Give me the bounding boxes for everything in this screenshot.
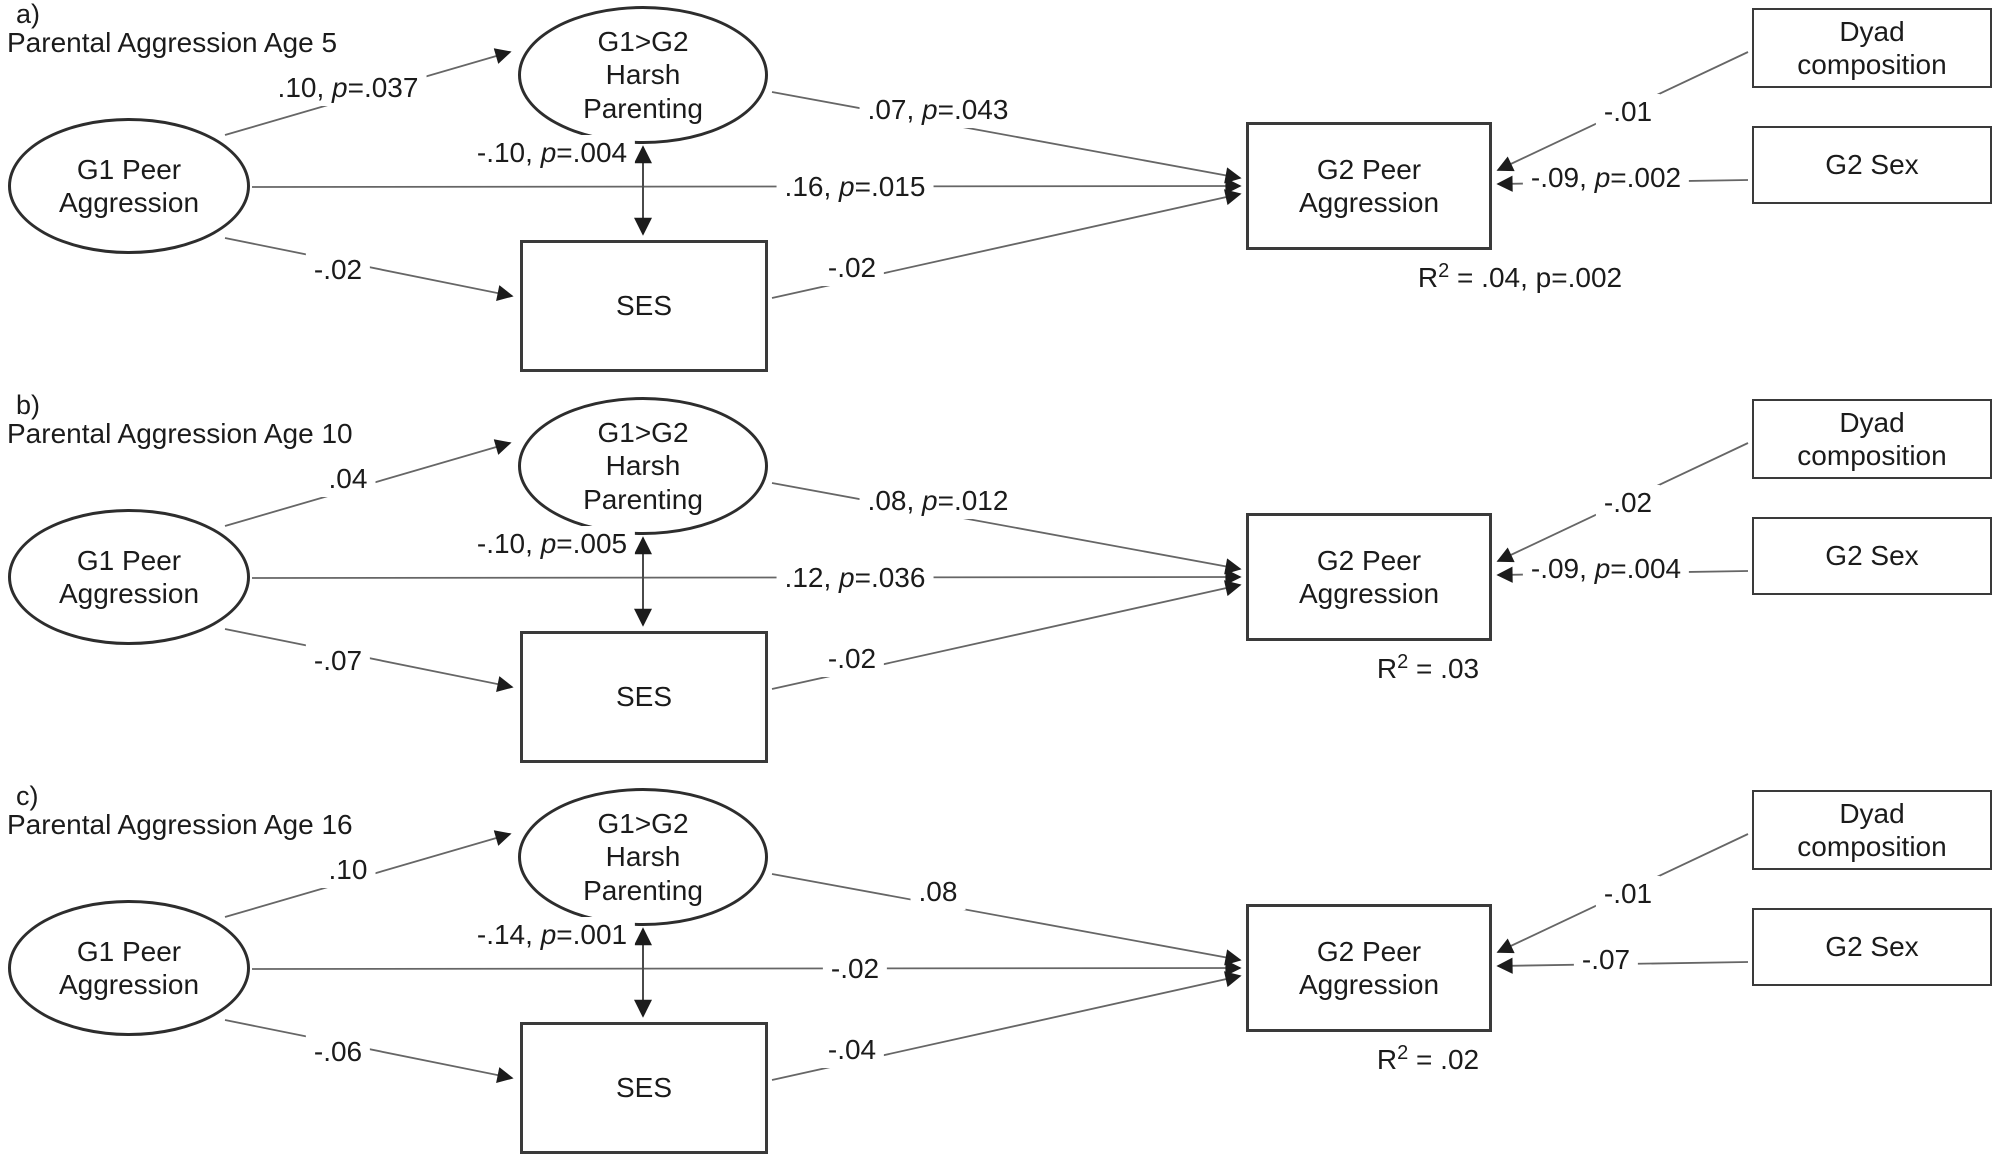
coefficient-harsh-to-g2: .08 bbox=[910, 874, 966, 910]
panel-label: c) bbox=[16, 781, 39, 811]
node-g2-peer-aggression: G2 Peer Aggression bbox=[1246, 904, 1492, 1032]
coefficient-dyad-to-g2: -.01 bbox=[1595, 876, 1661, 912]
coefficient-dyad-to-g2: -.01 bbox=[1595, 94, 1661, 130]
arrow-harsh-to-g2 bbox=[771, 873, 1242, 966]
panel-a: a) Parental Aggression Age 5 G1 Peer Agg… bbox=[0, 0, 1995, 391]
coefficient-harsh-ses-covariance: -.14, p=.001 bbox=[468, 917, 636, 953]
panel-c: c) Parental Aggression Age 16 G1 Peer Ag… bbox=[0, 781, 1995, 1174]
arrow-g1-to-g2 bbox=[251, 177, 1242, 195]
node-ses: SES bbox=[520, 631, 768, 763]
coefficient-sex-to-g2: -.09, p=.002 bbox=[1522, 160, 1690, 196]
coefficient-g1-to-g2: .16, p=.015 bbox=[776, 169, 934, 205]
node-g2-peer-aggression: G2 Peer Aggression bbox=[1246, 513, 1492, 641]
coefficient-sex-to-g2: -.09, p=.004 bbox=[1522, 551, 1690, 587]
coefficient-g1-to-g2: .12, p=.036 bbox=[776, 560, 934, 596]
node-g2-sex: G2 Sex bbox=[1752, 126, 1992, 204]
coefficient-g1-to-harsh: .10 bbox=[320, 852, 376, 888]
coefficient-ses-to-g2: -.04 bbox=[819, 1032, 885, 1068]
panel-title: Parental Aggression Age 5 bbox=[7, 27, 338, 58]
coefficient-ses-to-g2: -.02 bbox=[819, 641, 885, 677]
coefficient-harsh-to-g2: .07, p=.043 bbox=[859, 92, 1017, 128]
node-dyad-composition: Dyad composition bbox=[1752, 399, 1992, 479]
node-harsh-parenting: G1>G2 Harsh Parenting bbox=[518, 788, 768, 926]
node-g1-peer-aggression: G1 Peer Aggression bbox=[8, 509, 250, 645]
coefficient-g1-to-harsh: .04 bbox=[320, 461, 376, 497]
panel-label: a) bbox=[16, 0, 41, 29]
node-g1-peer-aggression: G1 Peer Aggression bbox=[8, 900, 250, 1036]
panel-title: Parental Aggression Age 16 bbox=[7, 809, 353, 840]
arrow-g1-to-g2 bbox=[251, 959, 1242, 977]
r-squared-label: R2 = .03 bbox=[1370, 649, 1486, 687]
node-harsh-parenting: G1>G2 Harsh Parenting bbox=[518, 6, 768, 144]
node-dyad-composition: Dyad composition bbox=[1752, 8, 1992, 88]
node-ses: SES bbox=[520, 240, 768, 372]
r-squared-label: R2 = .02 bbox=[1370, 1040, 1486, 1078]
coefficient-g1-to-ses: -.02 bbox=[305, 252, 371, 288]
coefficient-sex-to-g2: -.07 bbox=[1573, 942, 1639, 978]
node-g1-peer-aggression: G1 Peer Aggression bbox=[8, 118, 250, 254]
panel-b: b) Parental Aggression Age 10 G1 Peer Ag… bbox=[0, 390, 1995, 782]
node-g2-sex: G2 Sex bbox=[1752, 517, 1992, 595]
coefficient-dyad-to-g2: -.02 bbox=[1595, 485, 1661, 521]
node-g2-sex: G2 Sex bbox=[1752, 908, 1992, 986]
node-dyad-composition: Dyad composition bbox=[1752, 790, 1992, 870]
coefficient-g1-to-g2: -.02 bbox=[822, 951, 888, 987]
coefficient-g1-to-ses: -.06 bbox=[305, 1034, 371, 1070]
arrow-harsh-to-g2 bbox=[771, 91, 1242, 184]
coefficient-g1-to-harsh: .10, p=.037 bbox=[269, 70, 427, 106]
node-g2-peer-aggression: G2 Peer Aggression bbox=[1246, 122, 1492, 250]
node-ses: SES bbox=[520, 1022, 768, 1154]
arrow-harsh-to-g2 bbox=[771, 482, 1242, 575]
panel-label: b) bbox=[16, 390, 41, 420]
coefficient-ses-to-g2: -.02 bbox=[819, 250, 885, 286]
coefficient-g1-to-ses: -.07 bbox=[305, 643, 371, 679]
r-squared-label: R2 = .04, p=.002 bbox=[1411, 258, 1629, 296]
coefficient-harsh-to-g2: .08, p=.012 bbox=[859, 483, 1017, 519]
arrow-g1-to-g2 bbox=[251, 568, 1242, 586]
coefficient-harsh-ses-covariance: -.10, p=.004 bbox=[468, 135, 636, 171]
panel-title: Parental Aggression Age 10 bbox=[7, 418, 353, 449]
coefficient-harsh-ses-covariance: -.10, p=.005 bbox=[468, 526, 636, 562]
node-harsh-parenting: G1>G2 Harsh Parenting bbox=[518, 397, 768, 535]
